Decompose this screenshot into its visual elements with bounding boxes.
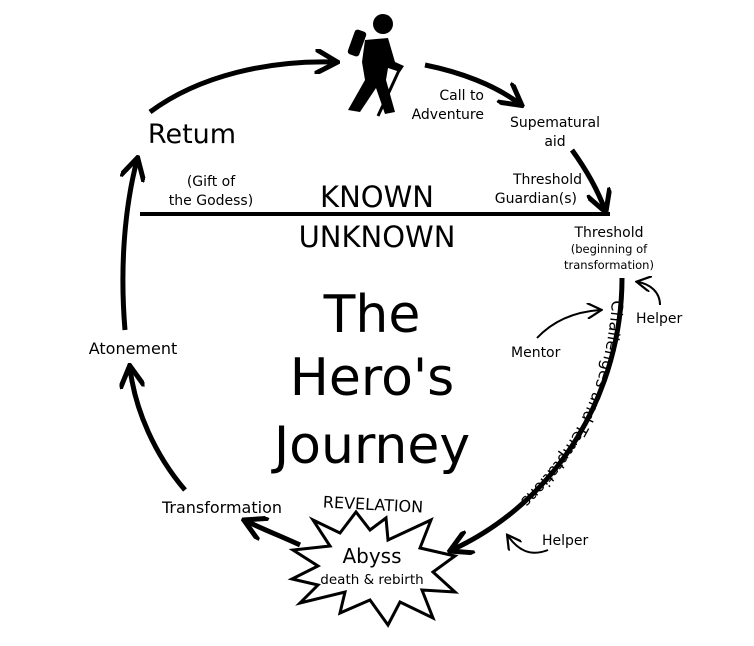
atonement-label: Atonement — [89, 339, 178, 358]
abyss-label: Abyss — [342, 544, 401, 568]
known-label: KNOWN — [320, 180, 434, 214]
call-line-1: Call to — [439, 88, 484, 104]
challenges-label: Challenges and Temptations — [517, 300, 627, 512]
abyss-starburst — [287, 509, 460, 628]
mentor-label: Mentor — [511, 345, 561, 361]
transformation-label: Transformation — [161, 498, 282, 517]
arrow-helper-top — [638, 282, 661, 306]
revelation-label: REVELATION — [322, 492, 423, 516]
arrow-atonement-to-return — [123, 160, 137, 331]
arrow-transformation-to-atonement — [130, 368, 187, 492]
helper-bottom-label: Helper — [542, 533, 589, 549]
title-line-1: The — [323, 285, 421, 345]
threshold-title: Threshold — [574, 225, 644, 241]
challenges-text: Challenges and Temptations — [517, 300, 627, 512]
arrow-return-to-home — [148, 62, 335, 115]
threshold-sub-2: transformation) — [564, 258, 654, 272]
helper-top-label: Helper — [636, 311, 683, 327]
stage-return: Retum — [148, 119, 236, 150]
arrow-challenges — [452, 277, 625, 550]
guardians-line-1: Threshold — [512, 172, 582, 188]
hiker-icon — [347, 14, 404, 117]
unknown-label: UNKNOWN — [299, 220, 456, 254]
arrow-mentor — [536, 310, 600, 339]
supernatural-line-2: aid — [544, 134, 565, 150]
gift-line-1: (Gift of — [187, 174, 236, 190]
threshold-sub-1: (beginning of — [571, 242, 648, 256]
arrow-supernatural — [569, 148, 605, 210]
title-line-2: Hero's — [290, 348, 455, 408]
gift-line-2: the Godess) — [169, 193, 253, 209]
guardians-line-2: Guardian(s) — [495, 191, 577, 207]
arrow-call — [424, 62, 520, 104]
title-line-3: Journey — [271, 416, 470, 476]
arrow-abyss-to-transformation — [246, 521, 302, 548]
call-line-2: Adventure — [412, 107, 484, 123]
supernatural-line-1: Supematural — [510, 115, 600, 131]
arrow-helper-bottom — [508, 536, 549, 554]
abyss-sub-label: death & rebirth — [320, 572, 423, 588]
